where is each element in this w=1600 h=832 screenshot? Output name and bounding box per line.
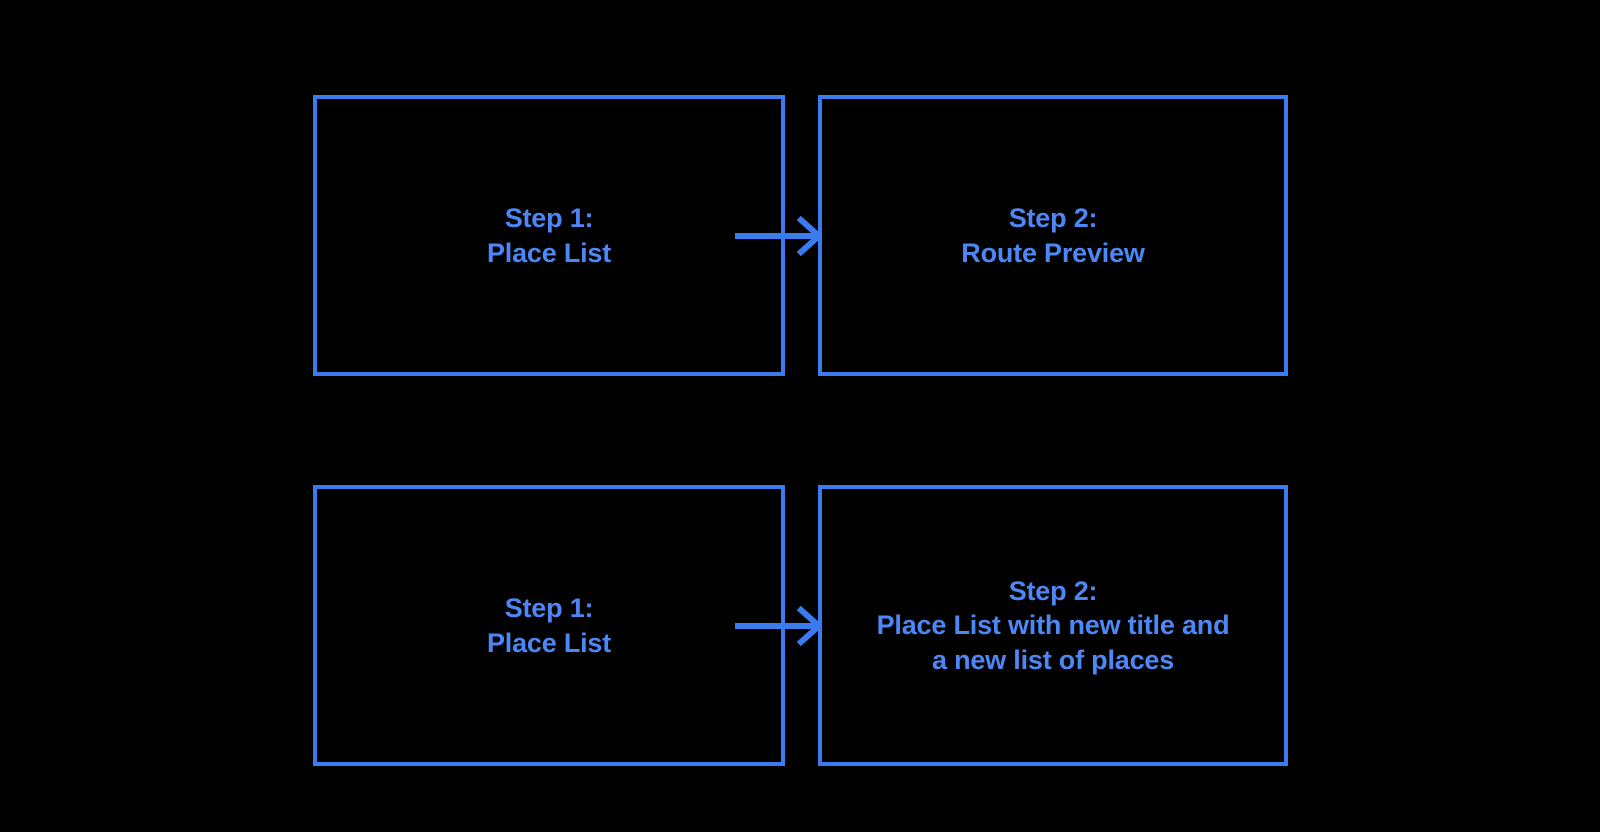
step-box-step-1-place-list-top[interactable]: Step 1: Place List <box>313 95 785 376</box>
step-box-step-2-place-list-updated[interactable]: Step 2: Place List with new title and a … <box>818 485 1288 766</box>
flow-row-place-list-updated: Step 1: Place List Step 2: Place List wi… <box>0 481 1600 771</box>
step-box-label: Step 2: Place List with new title and a … <box>876 576 1230 675</box>
step-box-label: Step 1: Place List <box>486 593 612 658</box>
step-box-label: Step 2: Route Preview <box>961 203 1145 268</box>
step-box-step-2-route-preview[interactable]: Step 2: Route Preview <box>818 95 1288 376</box>
step-box-label: Step 1: Place List <box>486 203 612 268</box>
step-box-step-1-place-list-bottom[interactable]: Step 1: Place List <box>313 485 785 766</box>
flow-row-route-preview: Step 1: Place List Step 2: Route Preview <box>0 91 1600 381</box>
